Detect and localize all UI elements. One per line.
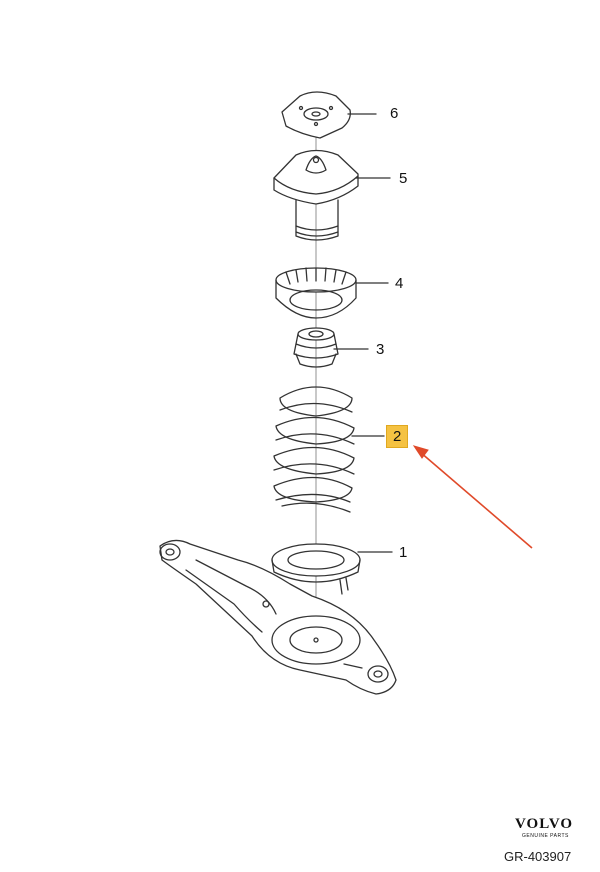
highlight-pointer-arrow [412, 445, 533, 549]
part-6-top-plate [281, 91, 351, 139]
part-2-coil-spring [273, 386, 355, 513]
part-5-top-mount [273, 149, 359, 241]
callout-3: 3 [376, 341, 385, 358]
callout-2-highlighted: 2 [386, 425, 409, 448]
callout-6: 6 [390, 105, 399, 122]
part-1-lower-spring-seat [271, 543, 361, 595]
part-4-upper-spring-seat [275, 267, 357, 319]
callout-5: 5 [399, 170, 408, 187]
volvo-logo: VOLVO [515, 816, 574, 832]
lower-control-arm [159, 539, 397, 695]
callout-4: 4 [395, 275, 404, 292]
genuine-parts-label: GENUINE PARTS [522, 833, 569, 839]
callout-1: 1 [399, 544, 408, 561]
drawing-reference-code: GR-403907 [504, 849, 572, 864]
part-3-bump-stop [293, 327, 339, 368]
